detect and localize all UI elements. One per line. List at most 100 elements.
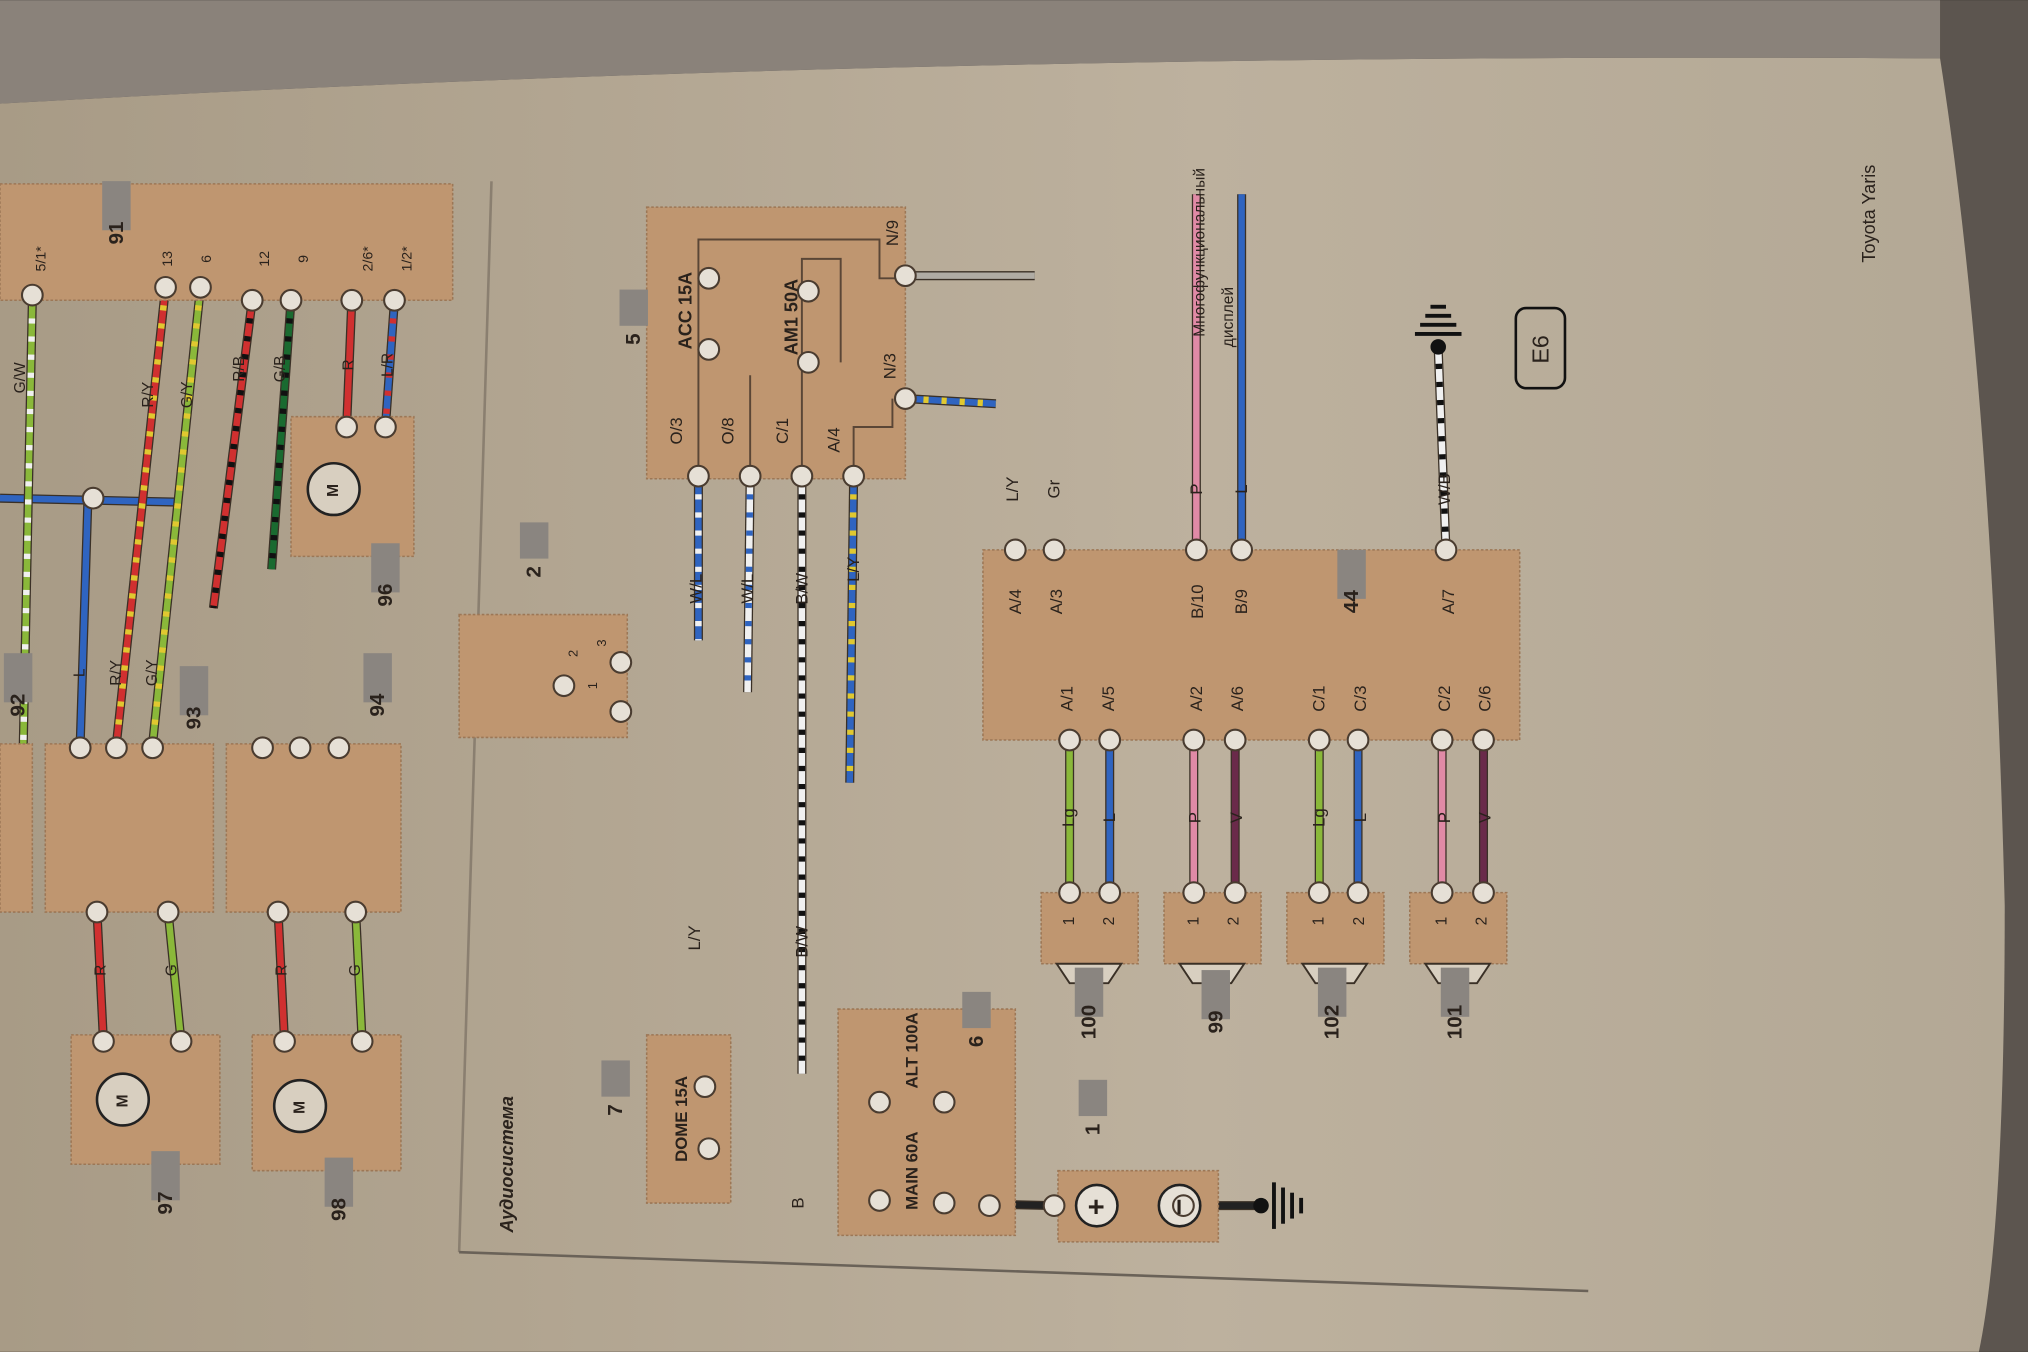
connector-pin xyxy=(1182,728,1206,752)
motor-icon xyxy=(95,1072,151,1127)
connector-pin xyxy=(1172,1194,1195,1218)
component-number-100: 100 xyxy=(1078,1005,1101,1040)
fuse-box-5 xyxy=(645,206,907,480)
pin-label: 5/1* xyxy=(33,246,49,272)
wire-g-97 xyxy=(163,911,186,1042)
battery-terminal-icon xyxy=(1074,1183,1119,1228)
speaker-pin-label: 1 xyxy=(1434,917,1451,926)
connector-pin xyxy=(68,736,92,760)
motor-icon xyxy=(306,461,361,517)
fuse-am1-label: AM1 50A xyxy=(782,279,802,355)
fuse-alt-label: ALT 100A xyxy=(902,1012,921,1088)
section-title: Аудиосистема xyxy=(497,1096,517,1234)
connector-pin xyxy=(1307,728,1331,752)
wire-rb-94 xyxy=(208,299,257,609)
pin-label: A/1 xyxy=(1058,686,1077,711)
connector-pin xyxy=(697,338,721,361)
wire-label: L xyxy=(1351,813,1370,822)
connector-pin xyxy=(1223,728,1247,752)
wire-label: P xyxy=(1435,812,1454,823)
connector-pin xyxy=(609,651,633,674)
wire-label: W/L xyxy=(738,574,757,604)
wire-wb xyxy=(1433,349,1451,551)
connector-pin xyxy=(266,900,290,924)
wire-l-93 xyxy=(75,498,93,745)
connector-pin xyxy=(796,279,820,303)
wire-gb-94 xyxy=(267,299,296,570)
connector-pin xyxy=(327,736,351,760)
battery-plus-icon: + xyxy=(1081,1199,1113,1216)
connector-pin xyxy=(340,288,364,312)
pin-label: C/3 xyxy=(1351,686,1370,712)
connector-pin xyxy=(738,464,762,488)
display-legend-line2: дисплей xyxy=(1220,287,1237,347)
connector-pin xyxy=(1042,1194,1066,1218)
fuse-box-traces xyxy=(697,238,906,479)
connector-pin xyxy=(85,900,109,924)
wire-r-97 xyxy=(92,911,108,1042)
battery-minus-icon: − xyxy=(1164,1199,1196,1216)
component-number-7: 7 xyxy=(604,1104,627,1116)
wire-label: V xyxy=(1475,811,1494,823)
wire-label: B/W xyxy=(792,926,811,958)
connector-pin xyxy=(609,700,633,723)
connector-pin xyxy=(1346,881,1370,905)
connector-pin xyxy=(1346,728,1370,752)
wire-label: P xyxy=(1186,812,1205,823)
switch-94 xyxy=(225,743,402,913)
pin-label: A/3 xyxy=(1047,589,1066,614)
component-number-97: 97 xyxy=(154,1192,177,1215)
pin-label: 1 xyxy=(585,682,600,689)
pin-label: C/1 xyxy=(1310,686,1329,712)
head-unit-44 xyxy=(982,549,1521,741)
wire-label: R xyxy=(341,359,358,370)
pin-label: A/6 xyxy=(1228,686,1247,711)
fuse-main-label: MAIN 60A xyxy=(902,1132,921,1210)
pin-label: A/2 xyxy=(1187,686,1206,711)
connector-pin xyxy=(1184,538,1208,562)
speaker-100 xyxy=(1040,891,1139,965)
connector-pin xyxy=(687,464,710,488)
connector-pin xyxy=(697,1137,721,1161)
component-badge xyxy=(619,289,648,326)
component-badge xyxy=(102,181,131,231)
speaker-pin-label: 2 xyxy=(1351,917,1368,926)
component-badge xyxy=(962,991,991,1029)
connector-pin xyxy=(1182,881,1206,905)
display-legend-line1: Многофункциональный xyxy=(1192,168,1209,337)
pin-label: B/9 xyxy=(1232,589,1251,614)
speaker-pin-label: 2 xyxy=(1225,917,1242,926)
connector-pin xyxy=(1223,881,1247,905)
component-number-1: 1 xyxy=(1081,1124,1104,1136)
wire-label: R/B xyxy=(231,356,248,382)
component-badge xyxy=(371,543,400,593)
pin-label: C/6 xyxy=(1475,686,1494,712)
component-badge xyxy=(601,1060,630,1097)
motor-label: M xyxy=(325,484,342,497)
connector-pin xyxy=(932,1090,956,1114)
component-badge xyxy=(1317,967,1347,1017)
switch-92 xyxy=(0,743,34,913)
wire-label: G/W xyxy=(12,362,29,393)
speaker-99 xyxy=(1163,891,1262,965)
wire-label: Lg xyxy=(1059,808,1078,827)
wire-label: Lg xyxy=(1310,808,1329,827)
ground-icon xyxy=(1414,304,1462,355)
pin-label: 6 xyxy=(199,255,215,263)
component-number-101: 101 xyxy=(1444,1005,1467,1040)
wire-label: G xyxy=(347,964,364,976)
connector-pin xyxy=(1434,538,1458,562)
component-number-96: 96 xyxy=(374,584,397,607)
wire-label: L/Y xyxy=(1003,476,1022,501)
connector-pin xyxy=(154,275,177,299)
component-badge xyxy=(519,522,549,559)
component-number-93: 93 xyxy=(183,707,206,730)
connector-pin xyxy=(240,288,264,312)
connector-pin xyxy=(156,900,180,924)
fuse-dome-label: DOME 15A xyxy=(672,1076,691,1162)
wire-gy-93 xyxy=(148,286,205,745)
component-number-44: 44 xyxy=(1340,590,1363,614)
pin-label: C/1 xyxy=(773,418,792,444)
wire-label: B xyxy=(789,1197,808,1208)
wire-r-96 xyxy=(342,300,357,428)
